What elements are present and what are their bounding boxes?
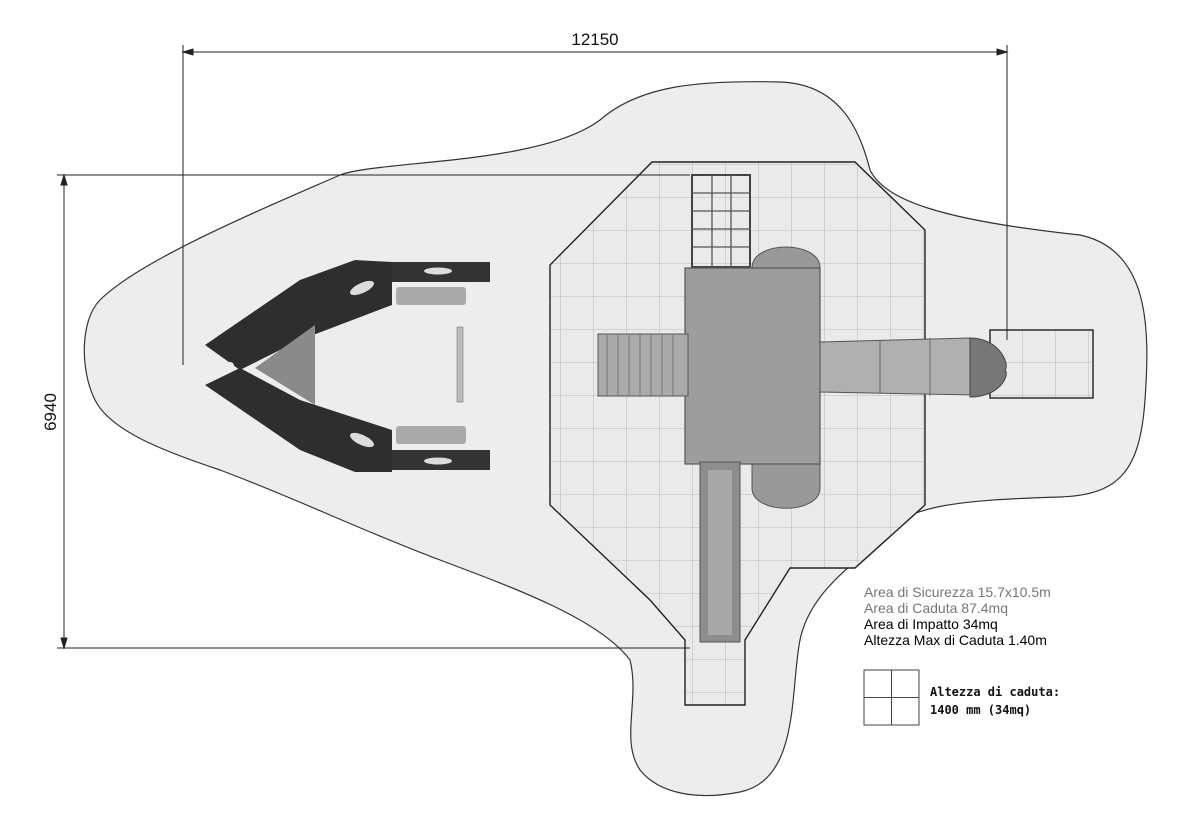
slide-landing-area <box>989 329 1094 399</box>
max-fall-height-text: Altezza Max di Caduta 1.40m <box>864 632 1047 648</box>
height-dimension-label: 6940 <box>41 393 60 431</box>
tower-structure <box>597 174 1007 643</box>
width-dimension <box>181 45 1009 365</box>
impact-area-text: Area di Impatto 34mq <box>864 616 998 632</box>
height-dimension <box>57 173 690 650</box>
fall-area-text: Area di Caduta 87.4mq <box>864 600 1008 616</box>
width-dimension-label: 12150 <box>571 30 618 49</box>
safety-area-text: Area di Sicurezza 15.7x10.5m <box>864 584 1051 600</box>
legend-line-2: 1400 mm (34mq) <box>930 703 1032 717</box>
safety-info-block: Area di Sicurezza 15.7x10.5m Area di Cad… <box>864 584 1051 648</box>
legend-label: Altezza di caduta: 1400 mm (34mq) <box>930 683 1060 719</box>
boat-structure <box>205 260 490 472</box>
legend-impact-grid-icon <box>863 669 920 726</box>
legend-line-1: Altezza di caduta: <box>930 685 1061 699</box>
